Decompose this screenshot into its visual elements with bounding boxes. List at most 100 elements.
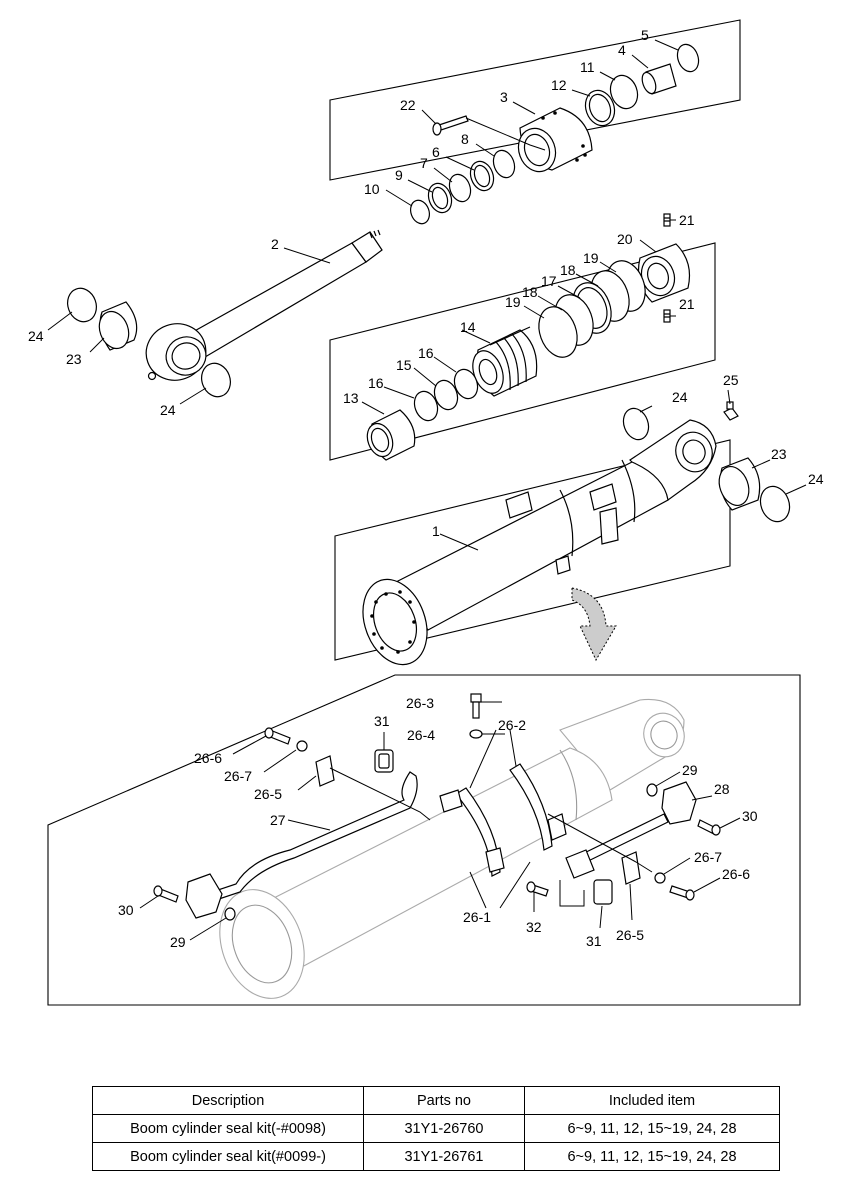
callout-24-a: 24 — [28, 328, 44, 344]
rubber-pad-part — [374, 749, 394, 773]
washer-part — [654, 872, 666, 884]
pipe-block-part — [185, 873, 223, 919]
pin-bushing-part — [98, 301, 138, 351]
seal-ring-part — [448, 173, 472, 203]
callout-20: 20 — [617, 231, 633, 247]
callout-2: 2 — [271, 236, 279, 252]
column-header: Description — [92, 1086, 364, 1115]
bolt-part — [153, 885, 179, 903]
wear-ring-part — [538, 306, 578, 358]
callout-17: 17 — [541, 273, 557, 289]
callout-26-1: 26-1 — [463, 909, 491, 925]
callout-24-d: 24 — [808, 471, 824, 487]
callout-26-6-b: 26-6 — [722, 866, 750, 882]
callout-26-2: 26-2 — [498, 717, 526, 733]
callout-23-a: 23 — [66, 351, 82, 367]
seal-ring-part — [584, 89, 616, 127]
callout-18-b: 18 — [522, 284, 538, 300]
callout-15: 15 — [396, 357, 412, 373]
tube-group-frame — [334, 439, 731, 661]
clamp-bolt-part — [669, 885, 695, 901]
clamp-bolt-part — [264, 727, 291, 745]
pipe-clamp-part — [621, 851, 641, 885]
callout-31-b: 31 — [586, 933, 602, 949]
callout-3: 3 — [500, 89, 508, 105]
bolt-part — [526, 881, 549, 897]
callout-26-5-a: 26-5 — [254, 786, 282, 802]
callout-19-b: 19 — [505, 294, 521, 310]
callout-30-b: 30 — [742, 808, 758, 824]
set-screw-part — [663, 213, 671, 227]
bolt-part — [697, 819, 721, 836]
piston-rod-part — [145, 229, 383, 381]
callout-31-a: 31 — [374, 713, 390, 729]
bolt-part — [432, 115, 469, 136]
callout-1: 1 — [432, 523, 440, 539]
cylinder-tube-part — [362, 419, 717, 666]
grease-nipple-part — [723, 401, 739, 421]
callout-18-a: 18 — [560, 262, 576, 278]
seal-ring-part — [609, 74, 639, 110]
rubber-pad-part — [593, 879, 613, 905]
callout-13: 13 — [343, 390, 359, 406]
pipe-block-part — [565, 849, 595, 879]
table-header-row: Description Parts no Included item — [92, 1086, 780, 1115]
set-screw-part — [663, 309, 671, 323]
seal-kit-table: Description Parts no Included item Boom … — [92, 1086, 780, 1171]
pipe-block-part — [661, 781, 697, 825]
seal-ring-part — [492, 149, 516, 179]
pin-bushing-part — [718, 457, 761, 511]
piston-group-frame — [329, 242, 716, 461]
callout-24-b: 24 — [160, 402, 176, 418]
rod-group-frame — [329, 19, 741, 181]
callout-26-7-a: 26-7 — [224, 768, 252, 784]
pipe-clamp-part — [315, 755, 335, 787]
callout-26-4: 26-4 — [407, 727, 435, 743]
detail-arrow-icon — [571, 587, 617, 662]
table-cell: 31Y1-26760 — [363, 1114, 525, 1143]
callout-11: 11 — [580, 59, 595, 75]
o-ring-part — [453, 368, 479, 400]
callout-4: 4 — [618, 42, 626, 58]
callout-19-a: 19 — [583, 250, 599, 266]
callout-16-a: 16 — [418, 345, 434, 361]
table-cell: 31Y1-26761 — [363, 1142, 525, 1171]
table-cell: 6~9, 11, 12, 15~19, 24, 28 — [524, 1114, 780, 1143]
callout-29-b: 29 — [682, 762, 698, 778]
dust-seal-part — [622, 407, 650, 441]
clamp-detail-frame — [47, 674, 801, 1006]
washer-part — [296, 740, 308, 752]
callout-32: 32 — [526, 919, 542, 935]
callout-21-a: 21 — [679, 212, 695, 228]
callout-25: 25 — [723, 372, 739, 388]
callout-10: 10 — [364, 181, 380, 197]
clamp-band-part — [439, 763, 567, 877]
callout-5: 5 — [641, 27, 649, 43]
callout-26-6-a: 26-6 — [194, 750, 222, 766]
o-ring-part — [224, 907, 236, 921]
detail-cylinder-ghost — [219, 698, 685, 999]
callout-29-a: 29 — [170, 934, 186, 950]
callout-26-7-b: 26-7 — [694, 849, 722, 865]
cushion-ring-part — [366, 409, 416, 461]
callout-26-5-b: 26-5 — [616, 927, 644, 943]
backup-ring-part — [433, 379, 459, 411]
callout-9: 9 — [395, 167, 403, 183]
column-header: Parts no — [363, 1086, 525, 1115]
table-row: Boom cylinder seal kit(-#0098) 31Y1-2676… — [92, 1114, 780, 1143]
piston-part — [472, 326, 538, 397]
dust-seal-part — [67, 287, 97, 323]
callout-12: 12 — [551, 77, 567, 93]
callout-27: 27 — [270, 812, 286, 828]
seal-ring-part — [469, 160, 495, 192]
bushing-part — [641, 63, 677, 95]
o-ring-part — [676, 43, 700, 73]
callout-6: 6 — [432, 144, 440, 160]
table-cell: 6~9, 11, 12, 15~19, 24, 28 — [524, 1142, 780, 1171]
callout-labels: 5 4 11 12 3 22 8 6 7 9 10 2 24 23 24 20 … — [28, 27, 824, 950]
seal-ring-part — [427, 182, 453, 214]
column-header: Included item — [524, 1086, 780, 1115]
callout-7: 7 — [420, 155, 428, 171]
callout-8: 8 — [461, 131, 469, 147]
table-cell: Boom cylinder seal kit(#0099-) — [92, 1142, 364, 1171]
